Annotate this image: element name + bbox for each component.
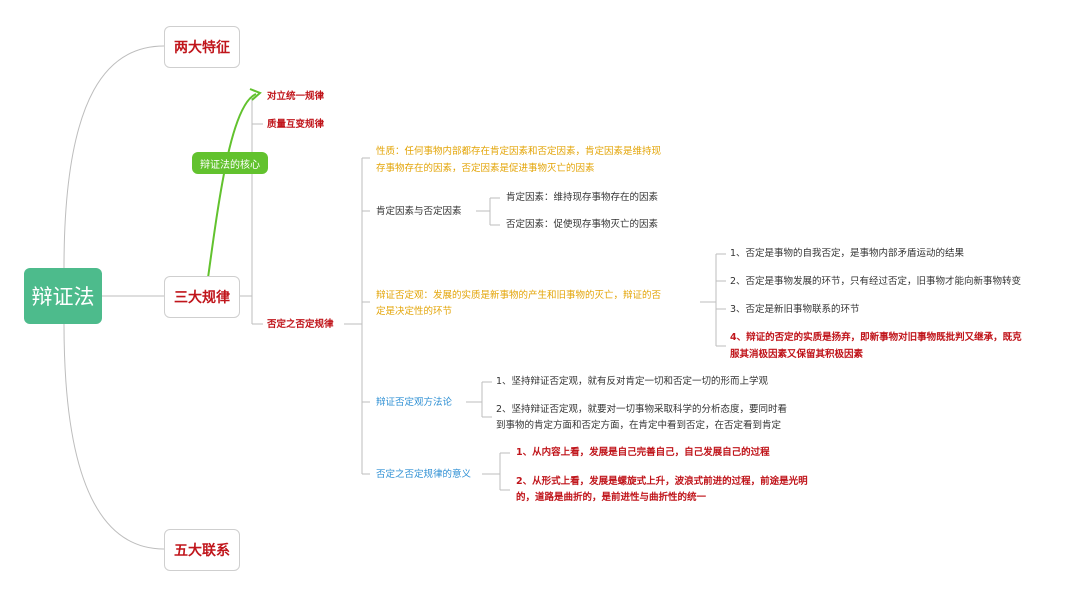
nature-line1[interactable]: 性质：任何事物内部都存在肯定因素和否定因素，肯定因素是维持现 (376, 146, 662, 157)
negation-point-1[interactable]: 1、否定是事物的自我否定，是事物内部矛盾运动的结果 (730, 248, 965, 259)
negation-point-3[interactable]: 3、否定是新旧事物联系的环节 (730, 304, 860, 315)
significance-point-2-line1[interactable]: 2、从形式上看，发展是螺旋式上升，波浪式前进的过程，前途是光明 (516, 476, 808, 487)
branch-five-relations[interactable]: 五大联系 (164, 529, 240, 571)
dialectical-negation-line1[interactable]: 辩证否定观：发展的实质是新事物的产生和旧事物的灭亡，辩证的否 (376, 290, 662, 301)
branch-two-features[interactable]: 两大特征 (164, 26, 240, 68)
factor-positive[interactable]: 肯定因素：维持现存事物存在的因素 (506, 192, 659, 203)
methodology-point-1[interactable]: 1、坚持辩证否定观，就有反对肯定一切和否定一切的形而上学观 (496, 376, 769, 387)
negation-point-4-line2[interactable]: 服其消极因素又保留其积极因素 (730, 349, 864, 360)
core-tag: 辩证法的核心 (192, 152, 268, 174)
methodology-point-2-line2[interactable]: 到事物的肯定方面和否定方面，在肯定中看到否定，在否定看到肯定 (496, 420, 782, 431)
dialectical-negation-line2[interactable]: 定是决定性的环节 (376, 306, 453, 317)
significance-point-2-line2[interactable]: 的，道路是曲折的，是前进性与曲折性的统一 (516, 492, 707, 503)
methodology-point-2-line1[interactable]: 2、坚持辩证否定观，就要对一切事物采取科学的分析态度，要同时看 (496, 404, 788, 415)
root-node[interactable]: 辩证法 (24, 268, 102, 324)
nature-line2[interactable]: 存事物存在的因素，否定因素是促进事物灭亡的因素 (376, 163, 595, 174)
methodology-label[interactable]: 辩证否定观方法论 (376, 397, 453, 408)
law-unity-of-opposites[interactable]: 对立统一规律 (267, 91, 325, 102)
significance-label[interactable]: 否定之否定规律的意义 (376, 469, 472, 480)
law-quality-quantity[interactable]: 质量互变规律 (267, 119, 325, 130)
factors-label[interactable]: 肯定因素与否定因素 (376, 206, 462, 217)
branch-three-laws[interactable]: 三大规律 (164, 276, 240, 318)
significance-point-1[interactable]: 1、从内容上看，发展是自己完善自己，自己发展自己的过程 (516, 447, 770, 458)
law-negation-of-negation[interactable]: 否定之否定规律 (267, 319, 334, 330)
factor-negative[interactable]: 否定因素：促使现存事物灭亡的因素 (506, 219, 659, 230)
negation-point-4-line1[interactable]: 4、辩证的否定的实质是扬弃，即新事物对旧事物既批判又继承，既克 (730, 332, 1022, 343)
negation-point-2[interactable]: 2、否定是事物发展的环节，只有经过否定，旧事物才能向新事物转变 (730, 276, 1022, 287)
